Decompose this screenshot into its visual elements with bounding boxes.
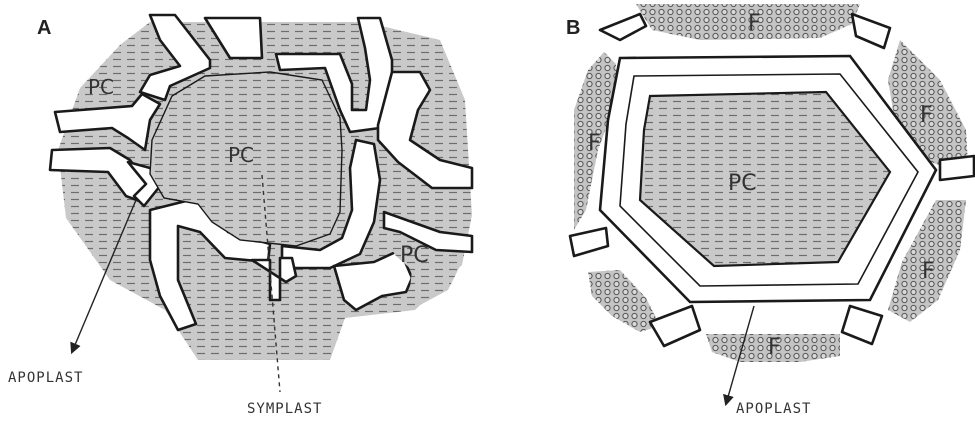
panel-b-fiber-label: F (768, 335, 781, 360)
panel-a-apoplast-label: APOPLAST (8, 370, 83, 386)
panel-b-apoplast-label: APOPLAST (736, 401, 811, 417)
panel-a-cell-label: PC (88, 75, 114, 99)
panel-a-cell-label: PC (400, 243, 429, 268)
panel-a-label: A (37, 17, 51, 39)
panel-b-fiber-label: F (588, 131, 601, 156)
panel-a: A PC PC PC APOPLAST SYMPLAST (8, 15, 472, 417)
panel-b-fiber-label: F (920, 103, 933, 128)
panel-b-center-label: PC (728, 171, 757, 196)
panel-a-cell-label: PC (228, 143, 254, 167)
panel-b-fiber-label: F (748, 11, 761, 36)
panel-b-label: B (566, 17, 580, 39)
panel-b-fiber-label: F (922, 259, 935, 284)
panel-b: B PC F F F F F APOPLAST (566, 4, 974, 417)
panel-a-symplast-label: SYMPLAST (247, 401, 322, 417)
